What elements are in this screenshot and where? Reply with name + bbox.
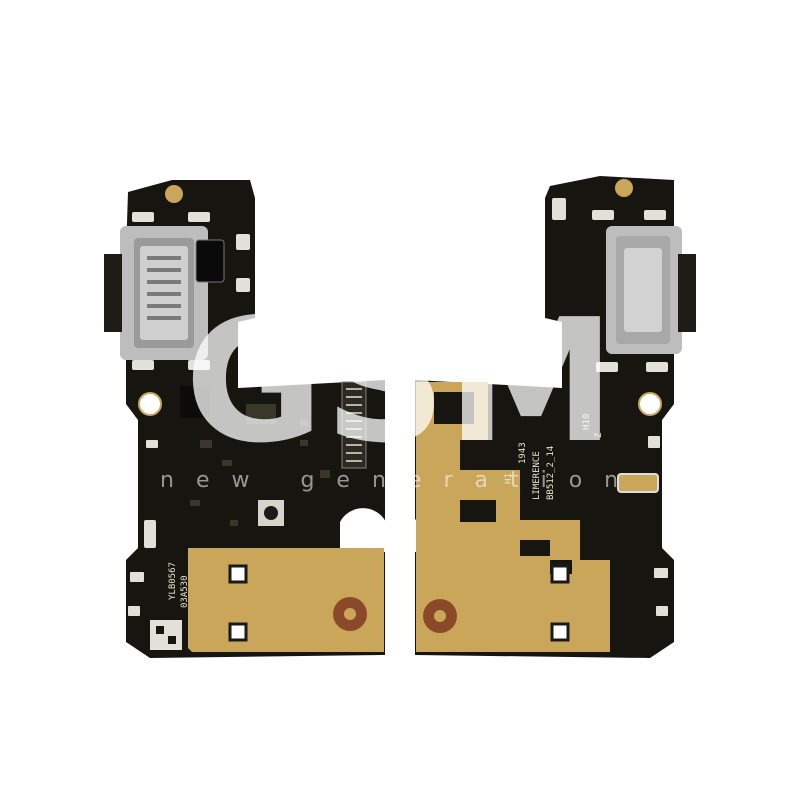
- right-charging-board: H1 1943 LIMERENCE BB512_2_14 H10 Z: [400, 0, 800, 800]
- right-smd-pads: [552, 198, 668, 616]
- left-fpc-pins: [346, 388, 362, 462]
- left-smd-pads: [128, 212, 250, 616]
- right-copper-plate: [416, 382, 610, 652]
- left-plate-hole-1: [228, 564, 248, 584]
- left-ic-chip: [180, 386, 210, 418]
- left-top-pad: [165, 185, 183, 203]
- right-mic-component: [617, 473, 659, 493]
- left-flex-contacts: [104, 254, 122, 332]
- watermark-logo-text: GSM: [184, 283, 615, 481]
- left-mount-hole: [138, 392, 162, 416]
- left-plate-hole-2: [228, 622, 248, 642]
- right-usb-c-inner: [624, 248, 662, 332]
- right-plate-hole-2: [550, 622, 570, 642]
- left-datamatrix: [150, 620, 182, 650]
- left-board-graphic: [104, 180, 386, 658]
- right-plate-hole-1: [550, 564, 570, 584]
- watermark-tagline: new generation: [160, 468, 641, 493]
- left-switch-component: [195, 239, 225, 283]
- right-mount-hole: [638, 392, 662, 416]
- left-charging-board: YLB0567 03A530: [104, 180, 386, 658]
- right-flex-contacts: [678, 254, 696, 332]
- left-antenna-center: [264, 506, 278, 520]
- left-small-components: [190, 404, 330, 526]
- left-connector-pins: [147, 256, 181, 320]
- right-plate-contact-center: [434, 610, 446, 622]
- right-board-graphic: [414, 176, 696, 658]
- left-board-notch: [340, 508, 386, 552]
- right-top-pad: [615, 179, 633, 197]
- left-plate-contact-center: [344, 608, 356, 620]
